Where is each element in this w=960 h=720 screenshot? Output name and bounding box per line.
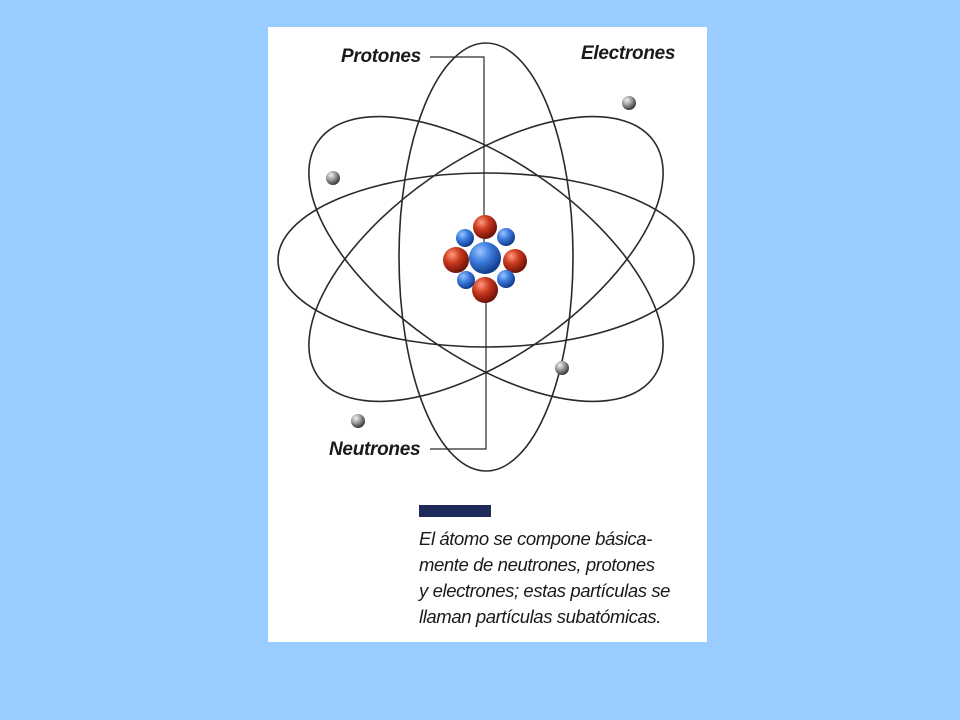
- leader-lines: [430, 56, 487, 450]
- proton-left: [443, 247, 469, 273]
- neutron-top-right: [497, 228, 515, 246]
- neutron-center: [469, 242, 501, 274]
- proton-top: [473, 215, 497, 239]
- electrons: [326, 96, 636, 428]
- caption-line: El átomo se compone básica-: [419, 528, 652, 549]
- diagram-panel: Protones Electrones Neutrones El átomo s…: [268, 27, 707, 642]
- neutron-bottom-left: [457, 271, 475, 289]
- neutrones-leader-line: [430, 292, 487, 450]
- electron: [326, 171, 340, 185]
- orbit-vertical: [398, 42, 574, 472]
- neutron-top-left: [456, 229, 474, 247]
- protones-label: Protones: [341, 46, 421, 67]
- electron: [351, 414, 365, 428]
- nucleus: [443, 215, 527, 303]
- protones-leader-line: [430, 56, 485, 242]
- atom-diagram: [277, 42, 695, 472]
- electron: [622, 96, 636, 110]
- neutron-bottom-right: [497, 270, 515, 288]
- electrones-label: Electrones: [581, 43, 676, 64]
- orbit-tilted-right: [308, 115, 664, 403]
- orbit-tilted-left: [308, 115, 664, 403]
- electron: [555, 361, 569, 375]
- proton-bottom: [472, 277, 498, 303]
- caption-line: mente de neutrones, protones: [419, 554, 655, 575]
- caption-line: y electrones; estas partículas se: [419, 580, 671, 601]
- proton-right: [503, 249, 527, 273]
- caption-line: llaman partículas subatómicas.: [419, 606, 661, 627]
- caption-accent-bar: [419, 505, 491, 517]
- neutrones-label: Neutrones: [329, 439, 421, 460]
- caption: El átomo se compone básica- mente de neu…: [419, 526, 703, 630]
